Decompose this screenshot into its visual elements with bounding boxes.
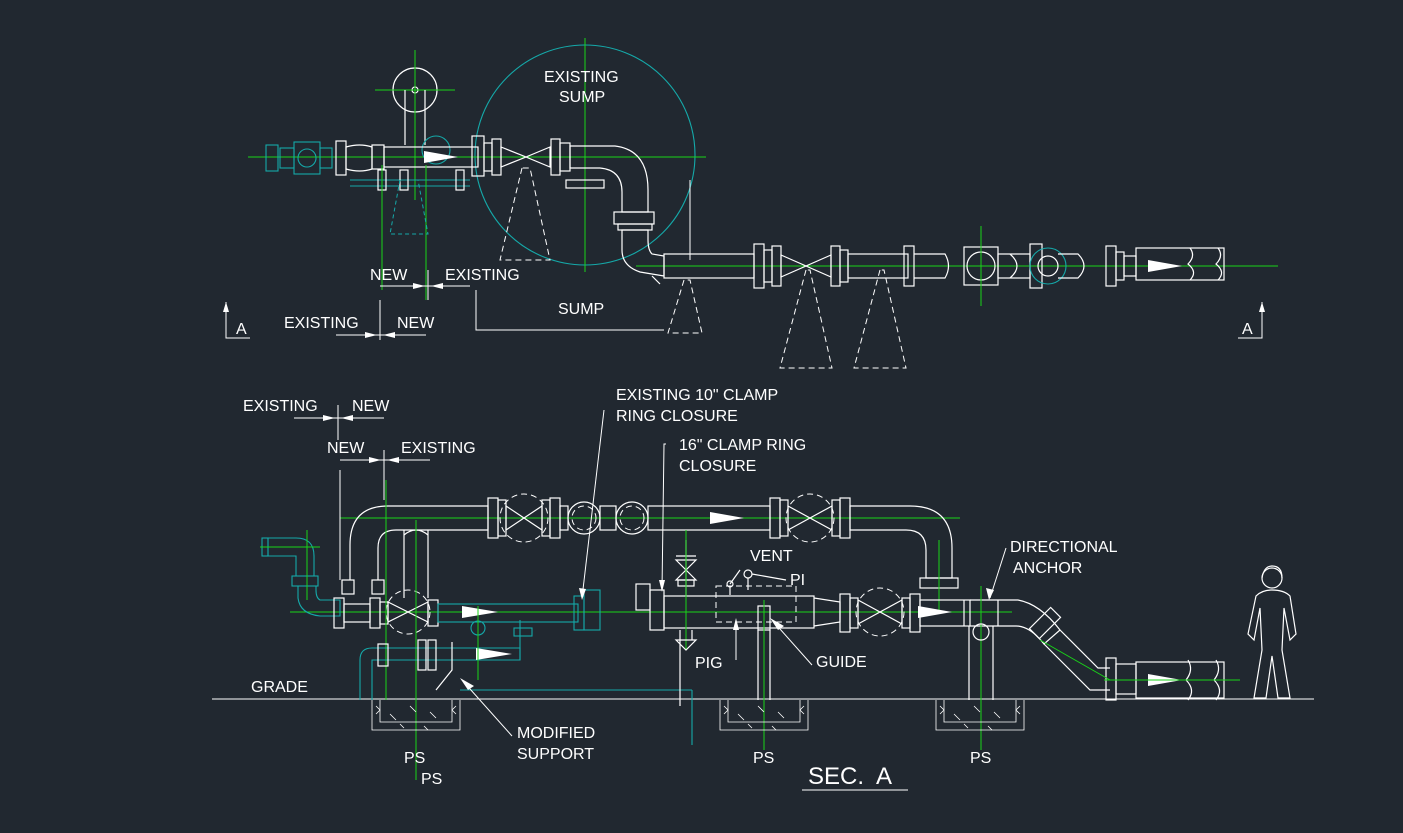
top-header-pipe: [341, 493, 959, 610]
ps-label-2: PS: [421, 771, 442, 788]
pi-label: PI: [790, 572, 805, 589]
lower-left-piping: [333, 480, 693, 780]
pig-label: PIG: [695, 655, 723, 672]
existing-sump-label-line2: SUMP: [559, 89, 605, 106]
clamp-10-label-line2: RING CLOSURE: [616, 408, 738, 425]
pipe-support-1: [371, 700, 461, 731]
pipe-support-2: [719, 700, 809, 731]
ps-label-4: PS: [970, 750, 991, 767]
plan-existing-label-1: EXISTING: [445, 267, 520, 284]
plan-sump-label: SUMP: [558, 301, 604, 318]
ps-label-3: PS: [753, 750, 774, 767]
clamp-16-label-line1: 16" CLAMP RING: [679, 437, 806, 454]
modified-support-label-line2: SUPPORT: [517, 746, 594, 763]
ps-label-1: PS: [404, 750, 425, 767]
sec-existing-label-4: EXISTING: [401, 440, 476, 457]
plan-existing-label-2: EXISTING: [284, 315, 359, 332]
section-mark-right: [1238, 302, 1265, 339]
guide-label: GUIDE: [816, 654, 867, 671]
section-view: EXISTING NEW NEW EXISTING EXISTING 10" C…: [212, 387, 1314, 791]
plan-view: EXISTING SUMP NEW EXISTING EXISTING NEW …: [223, 38, 1278, 369]
grade-label: GRADE: [251, 679, 308, 696]
section-mark-right-letter: A: [1242, 321, 1253, 338]
plan-left-fittings: [265, 135, 451, 176]
pipe-support-3: [935, 700, 1025, 731]
plan-lower-pipe: [663, 226, 1225, 306]
section-title: SEC. A: [808, 763, 892, 790]
plan-elbow-down: [613, 211, 665, 285]
plan-new-label-1: NEW: [370, 267, 408, 284]
existing-sump-label-line1: EXISTING: [544, 69, 619, 86]
plan-new-label-2: NEW: [397, 315, 435, 332]
clamp-10-label-line1: EXISTING 10" CLAMP: [616, 387, 778, 404]
directional-anchor-label-line1: DIRECTIONAL: [1010, 539, 1118, 556]
modified-support-label-line1: MODIFIED: [517, 725, 595, 742]
section-mark-left-letter: A: [236, 321, 247, 338]
left-cyan-fittings: [260, 530, 341, 617]
sec-existing-label-3: EXISTING: [243, 398, 318, 415]
vent-label: VENT: [750, 548, 793, 565]
right-piping: [839, 586, 1240, 750]
plan-upper-pipe: [350, 135, 649, 300]
directional-anchor-label-line2: ANCHOR: [1013, 560, 1082, 577]
section-mark-left: [223, 302, 250, 339]
sec-new-label-4: NEW: [327, 440, 365, 457]
pig-launcher: [635, 530, 841, 706]
clamp-16-label-line2: CLOSURE: [679, 458, 756, 475]
sec-new-label-3: NEW: [352, 398, 390, 415]
person-silhouette-icon: [1247, 565, 1297, 699]
